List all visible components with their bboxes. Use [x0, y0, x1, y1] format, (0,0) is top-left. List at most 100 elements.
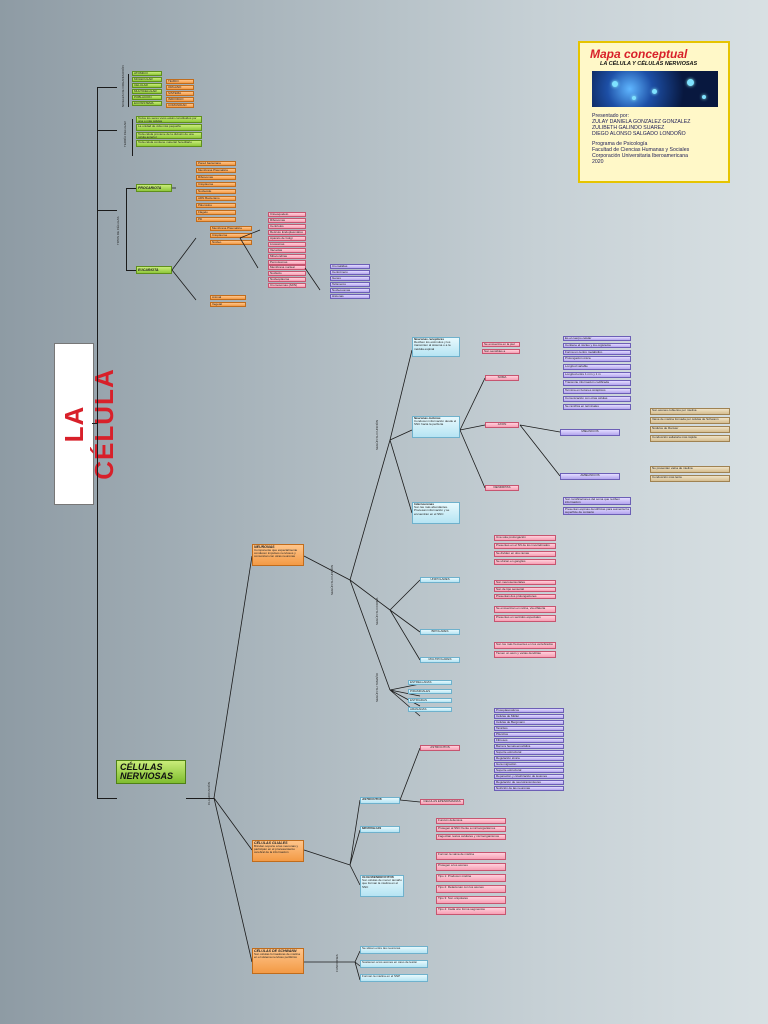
connector — [186, 798, 214, 799]
list-item: MOLECULAR — [132, 77, 162, 82]
inter-desc: Son las más abundantes. Procesan informa… — [414, 505, 450, 516]
year: 2020 — [592, 159, 604, 165]
list-item: Telómeros — [330, 282, 370, 287]
neuron-image — [592, 71, 718, 107]
list-item: Nutrición de las neuronas — [494, 786, 564, 791]
list-item: Son neurosensoriales — [494, 580, 556, 585]
title-box: LA CÉLULA — [54, 343, 119, 505]
list-item: Pared bacteriana — [196, 161, 236, 166]
connector — [97, 130, 117, 131]
glia-title: CÉLULAS GLIALES — [254, 841, 288, 845]
oligo-node: OLIGODENDROCITOS Son células de menor ta… — [360, 875, 404, 897]
list-item: MULTICELULAR — [132, 89, 162, 94]
motor-desc: Conducen información desde el SNC hacia … — [414, 419, 457, 427]
list-item: Reparación y cicatrización de lesiones — [494, 774, 564, 779]
prokaryote-node: PROCARIOTA — [136, 184, 172, 192]
list-item: Tipo 4: Cada uno forma segmentos — [436, 907, 506, 915]
connector — [126, 270, 136, 271]
list-item: Centríolos — [268, 224, 306, 229]
unipolar-node: UNIPOLARES — [420, 577, 460, 583]
glia-desc: Brindan soporte a las neuronas y partici… — [254, 844, 299, 855]
list-item: Tienen un axón y varias dendritas — [494, 651, 556, 658]
connector — [126, 188, 136, 189]
list-item: CELULAR — [132, 83, 162, 88]
ependymal-node: CÉLULAS EPENDIMARIAS — [420, 799, 464, 805]
interneurons: Interneuronas Son las más abundantes. Pr… — [412, 502, 460, 524]
list-item: Citoplasma — [210, 233, 252, 238]
list-item: Plásmidos — [196, 203, 236, 208]
list-item: ECOSISTEMA — [132, 101, 162, 106]
list-item: Histonas — [330, 294, 370, 299]
list-item: Se dividen en dos ramas — [494, 551, 556, 557]
list-item: Regulación iónica — [494, 756, 564, 761]
receptor-neurons: Neuronas receptoras Reciben los estímulo… — [412, 337, 460, 357]
list-item: Tipo 1: Producen mielina — [436, 874, 506, 882]
list-item: Vegetal — [210, 302, 246, 307]
list-item: PIRAMIDALES — [408, 689, 452, 694]
list-item: Presentes en sentidos especiales — [494, 615, 556, 622]
connector — [126, 188, 127, 270]
myelinated-node: MIELÍNICOS — [560, 429, 620, 436]
list-item: Fibrosos — [494, 738, 564, 743]
motor-title: Neuronas motoras — [414, 416, 441, 420]
functions-label: FUNCIONES — [335, 954, 339, 972]
list-item: Presentes en el SN de los invertebrados — [494, 543, 556, 549]
list-item: Presentan dos prolongaciones — [494, 594, 556, 599]
receptor-title: Neuronas receptoras — [414, 337, 445, 341]
soma-node: SOMA — [485, 375, 519, 381]
list-item: Tipo 3: Son unipolares — [436, 896, 506, 904]
list-item: Animal — [210, 295, 246, 300]
list-item: Conducción más lenta — [650, 475, 730, 482]
list-item: Una sola prolongación — [494, 535, 556, 541]
author-2: ZULIBETH GALINDO SUAREZ — [592, 125, 665, 131]
list-item: Genes — [330, 276, 370, 281]
inter-title: Interneuronas — [414, 502, 435, 506]
list-item: Forman la vaina de mielina — [436, 852, 506, 860]
list-item: Longitud entre 1 mm y 1 m — [563, 372, 631, 378]
list-item: Comunicación con otras células — [563, 396, 631, 402]
dendrites-node: DENDRITAS — [485, 485, 519, 491]
eukaryote-node: EUCARIOTA — [136, 266, 172, 274]
oligo-title: OLIGODENDROCITOS — [362, 875, 394, 879]
list-item: Cromátidas — [330, 264, 370, 269]
receptor-desc: Reciben los estímulos y los transmiten a… — [414, 340, 451, 351]
list-item: Fagocitan restos celulares y microorgani… — [436, 834, 506, 840]
list-item: SISTEMA — [166, 91, 194, 96]
list-item: ESTRIADAS — [408, 698, 452, 703]
list-item: Nucléolo — [268, 271, 306, 276]
list-item: Toda célula contiene material hereditari… — [136, 140, 202, 147]
presented-label: Presentado por: — [592, 113, 629, 119]
list-item: Membrana nuclear — [268, 265, 306, 270]
list-item: Se encuentran en retina, vía olfatoria — [494, 606, 556, 613]
list-item: INDIVIDUO — [166, 97, 194, 102]
connector — [128, 74, 129, 107]
list-item: Flagelo — [196, 210, 236, 215]
schwann-desc: Son células formadoras de mielina en el … — [254, 952, 301, 960]
multipolar-node: MULTIPOLARES — [420, 657, 460, 663]
list-item: Protoplasmáticos — [494, 708, 564, 713]
list-item: Centrómero — [330, 270, 370, 275]
schwann-node: CÉLULAS DE SCHWANN Son células formadora… — [252, 948, 304, 974]
list-item: Sostienen a los axones en caso de lesión — [360, 960, 428, 968]
list-item: ADN Bacteriano — [196, 196, 236, 201]
list-item: Son los más frecuentes en los vertebrado… — [494, 642, 556, 649]
list-item: ÓRGANO — [166, 85, 194, 90]
list-item: ATÓMICO — [132, 71, 162, 76]
list-item: POBLACIÓN — [132, 95, 162, 100]
micro-node: MICROGLÍAS — [360, 826, 400, 833]
faculty: Facultad de Ciencias Humanas y Sociales — [592, 147, 690, 153]
list-item: Membrana Plasmática — [196, 168, 236, 173]
list-item: Peroxisomas — [268, 260, 306, 265]
list-item: Ribosomas — [268, 218, 306, 223]
list-item: Células de Müller — [494, 714, 564, 719]
list-item: Contiene el núcleo y los orgánulos — [563, 343, 631, 348]
list-item: Es el cuerpo celular — [563, 336, 631, 341]
list-item: Forma un centro metabólico — [563, 350, 631, 355]
list-item: Toda célula proviene de la división de u… — [136, 132, 202, 139]
list-item: Nódulos de Ranvier — [650, 426, 730, 433]
list-item: Función defensiva — [436, 818, 506, 824]
list-item: Citoplasma — [196, 182, 236, 187]
list-item: Son axones cubiertos por mielina — [650, 408, 730, 415]
